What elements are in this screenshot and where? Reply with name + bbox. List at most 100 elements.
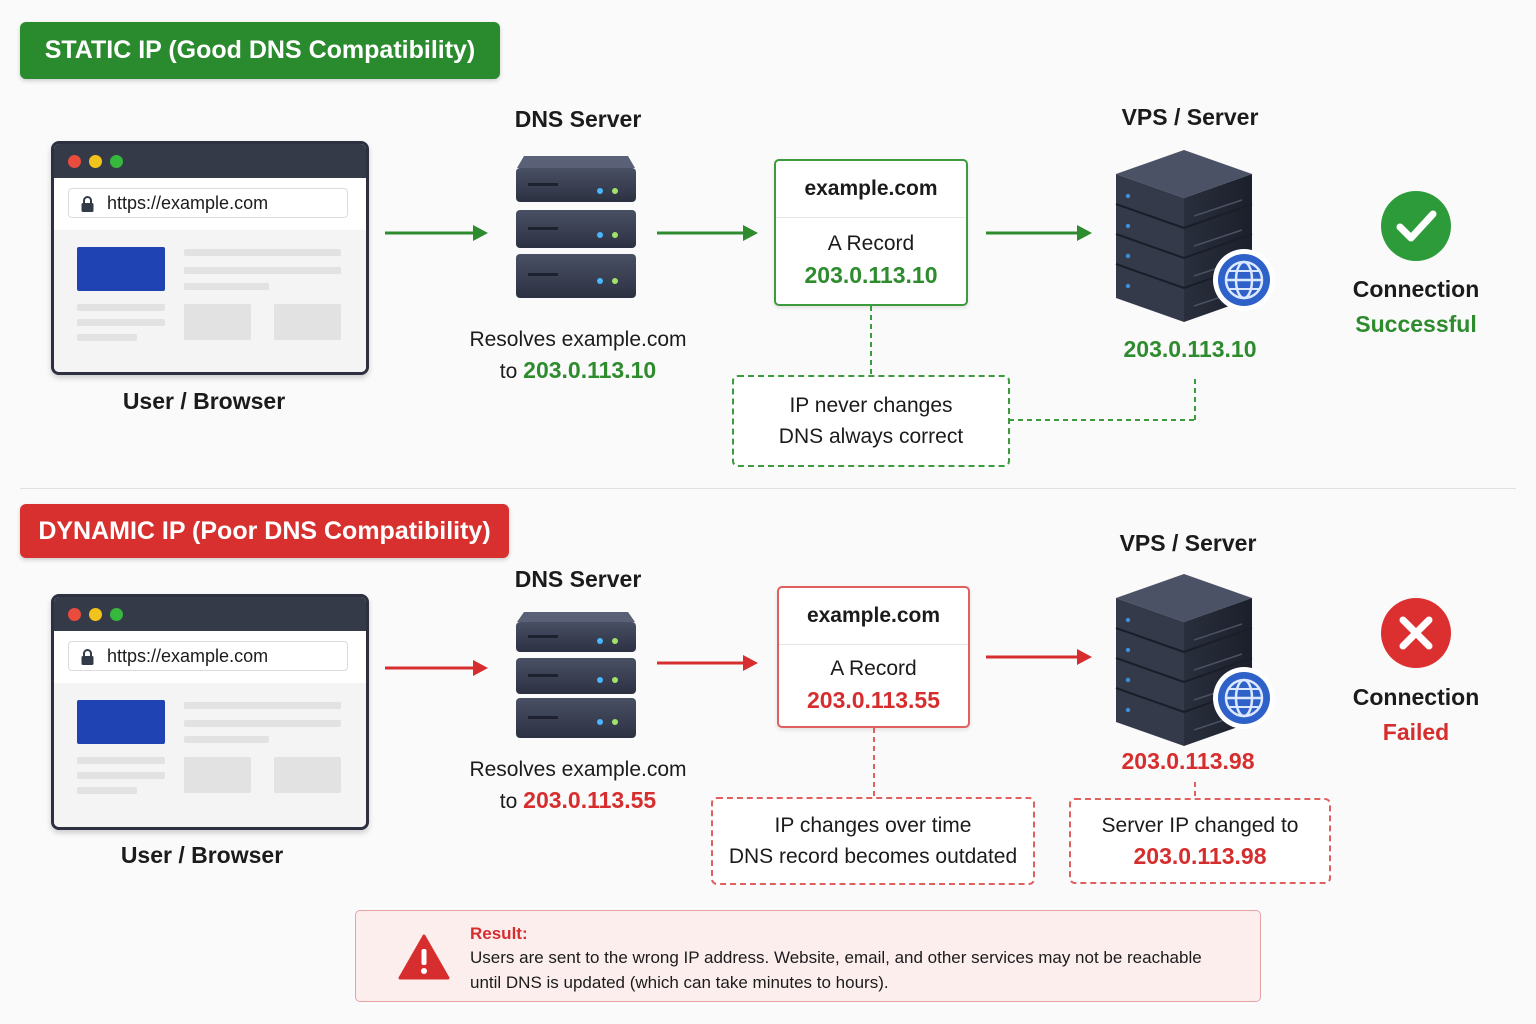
close-dot (68, 608, 81, 621)
content-card (184, 757, 251, 793)
static-dns-label: DNS Server (514, 106, 642, 132)
dns-server-icon (516, 156, 636, 298)
content-card (184, 304, 251, 340)
static-note-connectors (870, 306, 1196, 421)
content-line (184, 736, 269, 743)
content-line (184, 283, 269, 290)
page-content-area (54, 230, 366, 372)
dynamic-user-label: User / Browser (120, 842, 284, 868)
record-separator (776, 217, 966, 218)
url-bar: https://example.com (68, 641, 348, 671)
static-dns-record-box: example.com A Record 203.0.113.10 (774, 159, 968, 306)
static-status: Connection Successful (1326, 272, 1506, 342)
content-line (77, 787, 137, 794)
dynamic-vps-label: VPS / Server (1119, 530, 1257, 556)
server-changed-box: Server IP changed to 203.0.113.98 (1069, 798, 1331, 884)
resolves-ip: 203.0.113.10 (523, 357, 657, 383)
resolves-line2: to 203.0.113.10 (446, 355, 710, 387)
minimize-dot (89, 608, 102, 621)
close-dot (68, 155, 81, 168)
dynamic-arrow-record-vps (986, 649, 1092, 665)
url-text: https://example.com (107, 193, 269, 213)
static-server-ip: 203.0.113.10 (1123, 336, 1257, 362)
dynamic-arrow-browser-dns (385, 660, 488, 676)
status-line2: Successful (1355, 311, 1477, 337)
dns-server-icon (516, 612, 636, 738)
static-note-box: IP never changes DNS always correct (732, 375, 1010, 467)
static-resolves-text: Resolves example.com to 203.0.113.10 (446, 324, 710, 387)
record-domain: example.com (804, 177, 938, 200)
record-ip: 203.0.113.10 (804, 262, 938, 288)
content-line (184, 267, 341, 274)
note-line1: IP changes over time (774, 814, 972, 837)
changed-line1: Server IP changed to (1101, 814, 1299, 837)
static-vps-label: VPS / Server (1121, 104, 1259, 130)
content-line (77, 772, 165, 779)
dynamic-browser-window: https://example.com (51, 594, 369, 830)
record-type: A Record (830, 657, 917, 680)
content-line (184, 702, 341, 709)
minimize-dot (89, 155, 102, 168)
dynamic-ip-banner: DYNAMIC IP (Poor DNS Compatibility) (20, 504, 509, 558)
vps-server-icon (1115, 574, 1275, 746)
changed-ip: 203.0.113.98 (1133, 843, 1267, 869)
browser-titlebar (54, 597, 366, 631)
result-line1: Users are sent to the wrong IP address. … (470, 948, 1202, 967)
content-line (77, 319, 165, 326)
resolves-line1: Resolves example.com (469, 328, 687, 351)
content-line (184, 720, 341, 727)
url-text: https://example.com (107, 646, 269, 666)
resolves-line1: Resolves example.com (469, 758, 687, 781)
dynamic-dns-record-box: example.com A Record 203.0.113.55 (777, 586, 970, 728)
globe-icon (1213, 667, 1275, 729)
content-line (184, 249, 341, 256)
dynamic-note-box: IP changes over time DNS record becomes … (711, 797, 1035, 885)
content-line (77, 757, 165, 764)
resolves-ip: 203.0.113.55 (523, 787, 657, 813)
lock-icon (81, 649, 94, 665)
dynamic-status: Connection Failed (1326, 680, 1506, 750)
static-arrow-dns-record (657, 225, 758, 241)
status-line2: Failed (1382, 719, 1450, 745)
page-content-area (54, 683, 366, 827)
warning-triangle-icon (398, 934, 450, 980)
lock-icon (81, 196, 94, 212)
note-line1: IP never changes (789, 394, 953, 417)
record-ip: 203.0.113.55 (806, 687, 941, 713)
hero-block (77, 247, 165, 291)
content-line (77, 334, 137, 341)
static-browser-window: https://example.com (51, 141, 369, 375)
static-arrow-record-vps (986, 225, 1092, 241)
content-card (274, 757, 341, 793)
status-line1: Connection (1352, 684, 1480, 710)
result-line2: until DNS is updated (which can take min… (470, 973, 889, 992)
check-circle-icon (1381, 191, 1451, 261)
resolves-to: to (499, 790, 518, 813)
record-domain: example.com (806, 604, 941, 627)
maximize-dot (110, 608, 123, 621)
record-separator (779, 644, 968, 645)
hero-block (77, 700, 165, 744)
browser-titlebar (54, 144, 366, 178)
note-line2: DNS always correct (778, 425, 964, 448)
static-ip-banner: STATIC IP (Good DNS Compatibility) (20, 22, 500, 79)
resolves-line2: to 203.0.113.55 (446, 785, 710, 817)
result-title: Result: (470, 924, 528, 943)
static-arrow-browser-dns (385, 225, 488, 241)
vps-server-icon (1115, 150, 1275, 322)
dynamic-resolves-text: Resolves example.com to 203.0.113.55 (446, 754, 710, 817)
maximize-dot (110, 155, 123, 168)
dynamic-arrow-dns-record (657, 655, 758, 671)
x-circle-icon (1381, 598, 1451, 668)
note-line2: DNS record becomes outdated (728, 845, 1018, 868)
dynamic-server-ip: 203.0.113.98 (1121, 748, 1255, 774)
static-user-label: User / Browser (122, 388, 286, 414)
section-divider (20, 488, 1516, 489)
status-line1: Connection (1352, 276, 1480, 302)
dynamic-note-connectors (873, 728, 1196, 798)
content-line (77, 304, 165, 311)
record-type: A Record (827, 232, 915, 255)
globe-icon (1213, 249, 1275, 311)
url-bar: https://example.com (68, 188, 348, 218)
content-card (274, 304, 341, 340)
